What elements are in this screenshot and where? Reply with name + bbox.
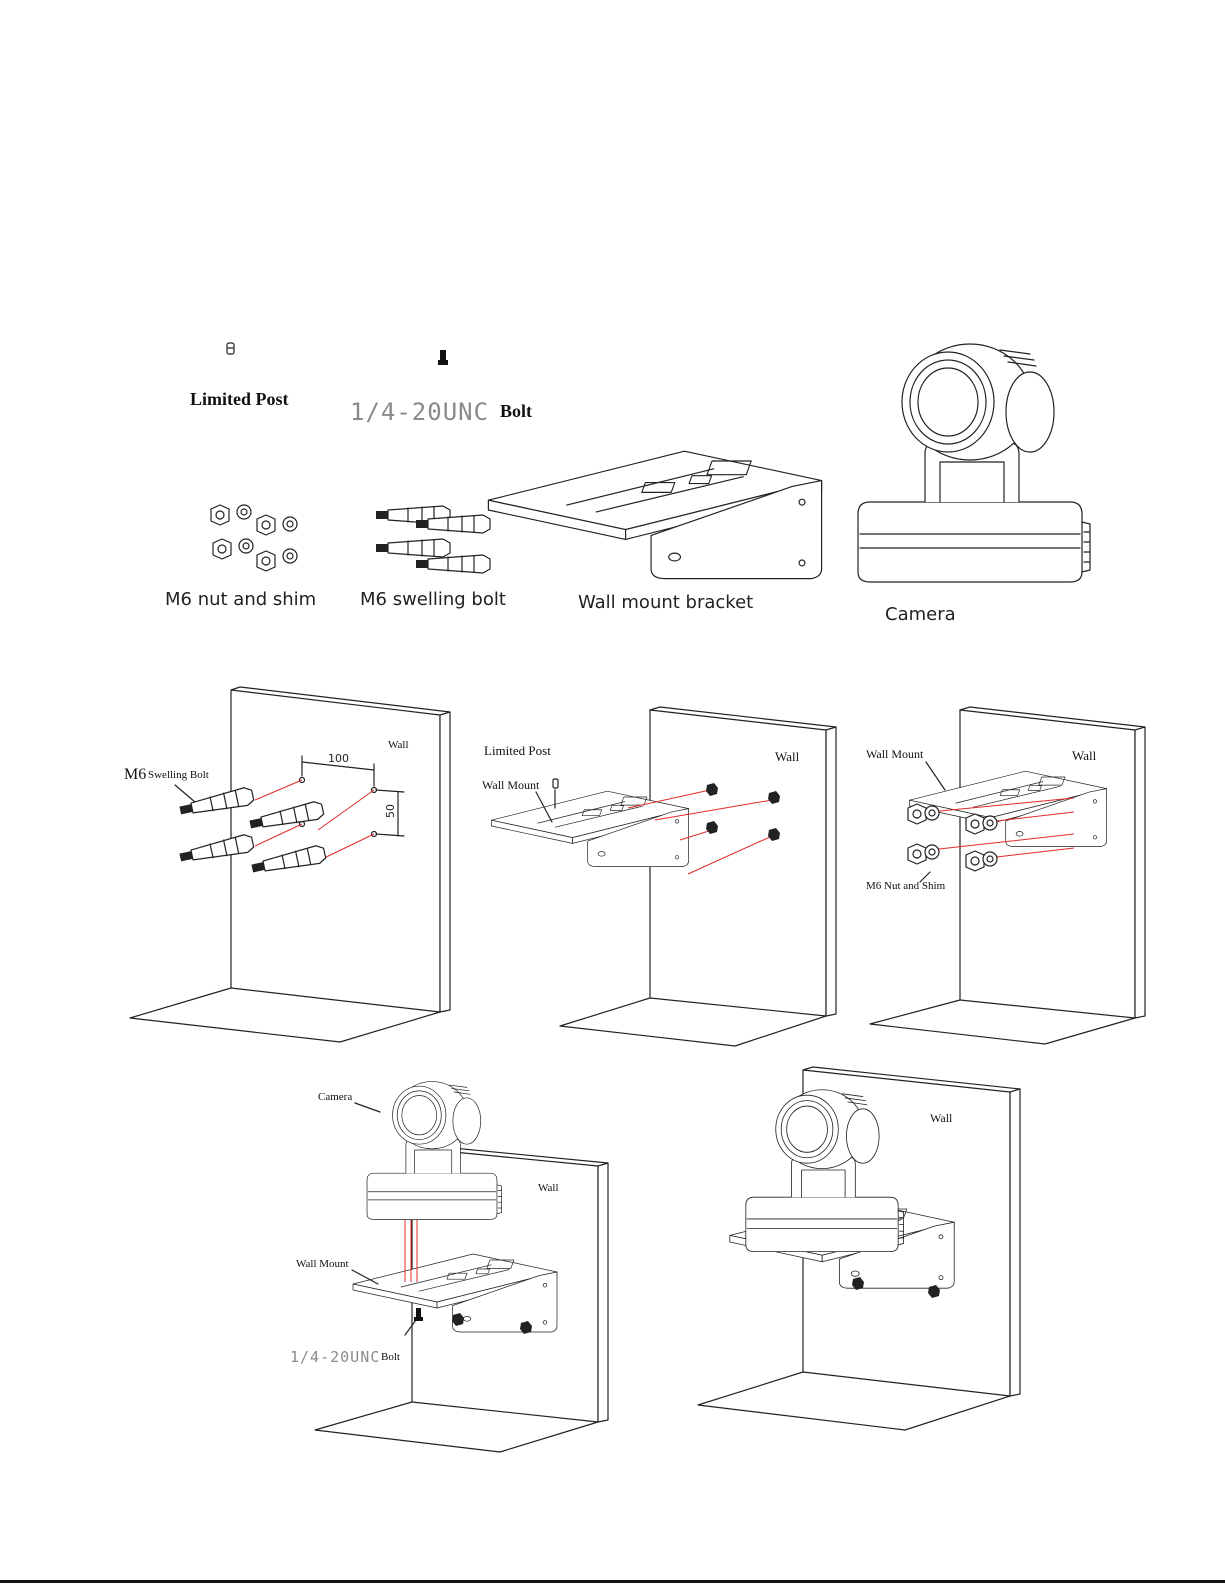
wall-mount-callout: Wall Mount [296,1258,349,1270]
wall-label: Wall [930,1111,953,1125]
wall-mount-callout: Wall Mount [866,747,924,761]
wall-label: Wall [1072,748,1097,763]
page-bottom-rule [0,1580,1225,1583]
part-bracket: Wall mount bracket [488,451,821,613]
wall-mount-callout: Wall Mount [482,778,540,792]
nut-shim-callout: M6 Nut and Shim [866,880,946,892]
unc-bolt-code: 1/4-20UNC [350,398,489,426]
swelling-bolt-icon [376,506,490,573]
bracket-label: Wall mount bracket [578,592,753,613]
bracket [909,771,1106,846]
nut-shim-icon [211,505,297,571]
step-3-nuts-shims: Wall Mount Wall M6 Nut and Shim [866,707,1145,1044]
dimension-100: 100 [328,752,349,765]
unc-bolt-icon [438,350,448,365]
camera-label: Camera [885,604,956,625]
step-5-finished: Wall [698,1067,1020,1430]
bracket [491,791,688,866]
step-2-mount-bracket: Limited Post Wall Mount Wall [482,707,836,1046]
swelling-bolt-callout: Swelling Bolt [148,769,209,781]
part-nut-shim: M6 nut and shim [165,505,316,610]
wall-label: Wall [538,1182,559,1194]
part-camera: Camera [858,344,1090,625]
part-unc-bolt: 1/4-20UNC Bolt [350,350,532,426]
dimension-50: 50 [384,804,397,818]
m6-label: M6 [124,766,146,783]
part-swelling-bolt: M6 swelling bolt [360,506,506,610]
limited-post-icon [227,343,234,354]
bracket-icon [488,451,821,578]
unc-bolt-code: 1/4-20UNC [290,1348,380,1366]
camera-callout: Camera [318,1091,352,1103]
wall-label: Wall [775,749,800,764]
nut-shim-label: M6 nut and shim [165,589,316,610]
part-limited-post: Limited Post [190,343,289,409]
wall-label: Wall [388,739,409,751]
limited-post-callout: Limited Post [484,743,551,758]
swelling-bolt-label: M6 swelling bolt [360,589,506,610]
step-4-attach-camera: Camera Wall Wall Mount 1/4-20UNC Bolt [290,1082,608,1452]
unc-bolt-word: Bolt [381,1351,400,1363]
step-1-swelling-bolts: 100 50 M6 Swelling Bolt Wall [124,687,450,1042]
limited-post-label: Limited Post [190,389,289,409]
unc-bolt-word: Bolt [500,401,532,421]
camera-icon [858,344,1090,582]
